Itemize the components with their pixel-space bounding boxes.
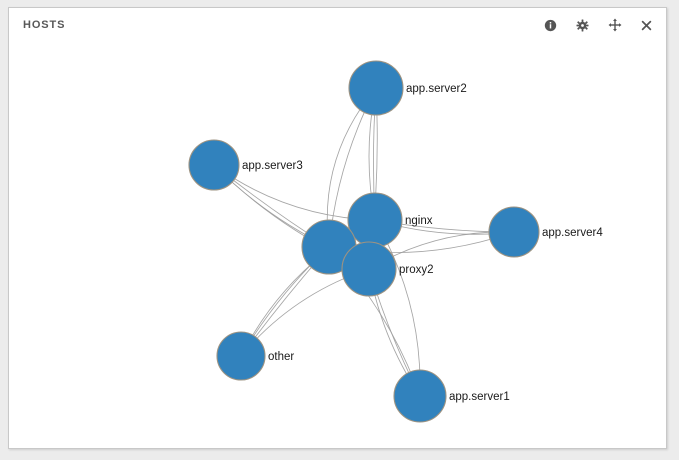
node-circle[interactable] [393,369,447,423]
graph-canvas[interactable]: app.server2 app.server3 nginx app.server4 pr… [9,42,667,449]
graph-node[interactable]: app.server3 [188,139,303,191]
graph-node[interactable]: app.server4 [488,206,603,258]
graph-node[interactable]: app.server1 [393,369,510,423]
node-label: app.server4 [542,227,603,239]
node-circle[interactable] [188,139,240,191]
node-label: app.server2 [406,83,467,95]
node-circle[interactable] [216,331,266,381]
page-title: HOSTS [23,18,66,31]
network-graph[interactable]: app.server2 app.server3 nginx app.server4 pr… [9,42,667,449]
graph-node[interactable]: app.server2 [348,60,467,116]
node-label: nginx [405,215,433,227]
graph-node[interactable]: other [216,331,294,381]
graph-nodes: app.server2 app.server3 nginx app.server4 pr… [188,60,603,423]
close-icon[interactable] [639,18,654,33]
info-icon[interactable] [543,18,558,33]
node-label: app.server1 [449,391,510,403]
graph-node[interactable]: proxy2 [341,241,434,297]
node-circle[interactable] [347,192,403,248]
node-label: other [268,351,294,363]
panel-header: HOSTS [9,8,666,42]
hosts-panel: HOSTS [8,7,667,449]
gear-icon[interactable] [575,18,590,33]
node-circle[interactable] [488,206,540,258]
move-icon[interactable] [607,18,622,33]
node-circle[interactable] [348,60,404,116]
header-toolbar [543,18,654,33]
node-circle[interactable] [341,241,397,297]
node-label: app.server3 [242,160,303,172]
node-label: proxy2 [399,264,434,276]
graph-node[interactable]: nginx [347,192,433,248]
